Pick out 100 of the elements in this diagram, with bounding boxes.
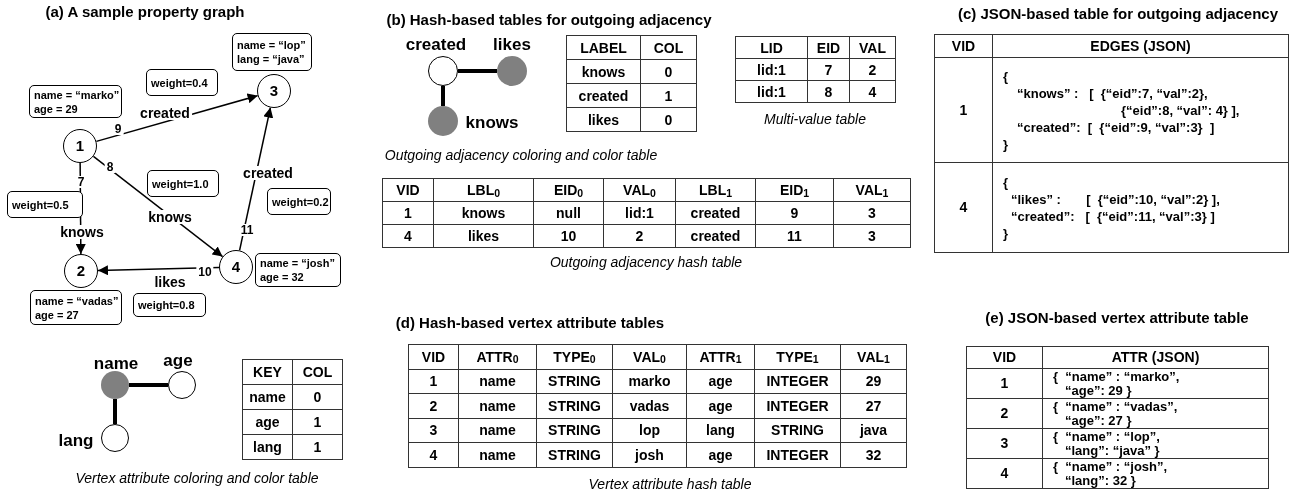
- header-cell: LBL$_{0}$: [434, 179, 534, 202]
- json-line: “lang”: 32 }: [1065, 473, 1136, 488]
- json-line: {: [1003, 67, 1009, 85]
- table-cell: 3: [834, 225, 911, 248]
- edge-id-label: 10: [196, 266, 214, 278]
- table-cell: likes: [567, 108, 641, 132]
- table-cell: name: [459, 369, 537, 394]
- table-cell: INTEGER: [755, 443, 841, 468]
- json-line: {: [1003, 173, 1009, 191]
- table-cell: 10: [534, 225, 604, 248]
- panel-title: (d) Hash-based vertex attribute tables: [395, 312, 665, 333]
- edge-label: knows: [58, 225, 106, 239]
- property-box: [30, 290, 122, 325]
- table-cell: lop: [613, 418, 687, 443]
- table-cell: name: [459, 418, 537, 443]
- table-cell: java: [841, 418, 907, 443]
- table-cell: 4: [383, 225, 434, 248]
- property-text: weight=0.4: [151, 75, 209, 90]
- table-cell: 4: [409, 443, 459, 468]
- panel-title: (e) JSON-based vertex attribute table: [985, 307, 1249, 328]
- connector-line: [113, 399, 117, 424]
- table-cell: created: [567, 84, 641, 108]
- header-cell: VAL: [850, 37, 896, 59]
- property-text: weight=0.8: [138, 298, 196, 312]
- table-cell: 32: [841, 443, 907, 468]
- edge-label: knows: [146, 210, 194, 224]
- table-cell: 1: [293, 435, 343, 460]
- json-line: “likes” : [ {“eid”:10, “val”:2} ],: [1011, 190, 1220, 208]
- table-cell: marko: [613, 369, 687, 394]
- table-cell: lid:1: [736, 81, 808, 103]
- table-cell: 3: [409, 418, 459, 443]
- property-box: [232, 33, 312, 71]
- property-text: weight=1.0: [152, 176, 210, 191]
- property-box: [255, 253, 341, 287]
- table-cell: INTEGER: [755, 369, 841, 394]
- table-cell: likes: [434, 225, 534, 248]
- caption: Outgoing adjacency coloring and color table: [384, 145, 658, 165]
- table-cell: 3: [967, 429, 1043, 459]
- table-cell: 2: [409, 394, 459, 419]
- node-label: lang: [58, 431, 94, 449]
- table-cell: 1: [641, 84, 697, 108]
- table-cell: 3: [834, 202, 911, 225]
- header-cell: VAL$_{0}$: [604, 179, 676, 202]
- table-cell: lang: [243, 435, 293, 460]
- table-cell: vadas: [613, 394, 687, 419]
- table-cell: 4: [967, 459, 1043, 489]
- property-text: name = “vadas”: [35, 293, 117, 308]
- table-cell: 0: [641, 108, 697, 132]
- table-cell: age: [687, 443, 755, 468]
- property-box: [267, 188, 331, 215]
- table-cell: 27: [841, 394, 907, 419]
- edge-label: likes: [152, 275, 188, 289]
- table-cell: 1: [409, 369, 459, 394]
- table-cell: 9: [756, 202, 834, 225]
- header-cell: EID: [808, 37, 850, 59]
- table-cell: INTEGER: [755, 394, 841, 419]
- caption: Outgoing adjacency hash table: [549, 252, 743, 272]
- property-text: name = “josh”: [260, 256, 336, 270]
- table-cell: null: [534, 202, 604, 225]
- panel-title: (b) Hash-based tables for outgoing adjacency: [386, 9, 712, 30]
- table-cell: STRING: [537, 418, 613, 443]
- arrow: [95, 93, 259, 143]
- json-line: { “name” : “lop”,: [1053, 429, 1160, 444]
- table-cell: 2: [850, 59, 896, 81]
- property-text: name = “marko”: [34, 87, 117, 102]
- header-cell: COL: [293, 360, 343, 385]
- json-line: { “name” : “vadas”,: [1053, 399, 1178, 414]
- header-cell: VAL$_{1}$: [834, 179, 911, 202]
- table-cell: 2: [967, 399, 1043, 429]
- property-text: weight=0.5: [12, 197, 70, 212]
- header-cell: VID: [383, 179, 434, 202]
- table-cell: lid:1: [604, 202, 676, 225]
- edge-id-label: 9: [112, 123, 124, 135]
- table-cell: age: [687, 369, 755, 394]
- vertex-id: 1: [75, 135, 85, 156]
- caption: Vertex attribute hash table: [588, 474, 752, 494]
- connector-line: [441, 86, 445, 106]
- json-line: “age”: 29 }: [1065, 383, 1132, 398]
- header-cell: LID: [736, 37, 808, 59]
- property-text: lang = “java”: [237, 52, 306, 66]
- property-box: [7, 191, 83, 218]
- table-cell: knows: [434, 202, 534, 225]
- table-cell: 0: [641, 60, 697, 84]
- header-cell: VAL$_{1}$: [841, 345, 907, 370]
- header-cell: VID: [409, 345, 459, 370]
- table-cell: 7: [808, 59, 850, 81]
- property-text: age = 27: [35, 307, 80, 322]
- caption: Vertex attribute coloring and color table: [75, 468, 319, 488]
- json-line: “age”: 27 }: [1065, 413, 1132, 428]
- property-text: age = 29: [34, 101, 79, 116]
- vertex-id: 3: [269, 80, 279, 101]
- property-box: [133, 293, 206, 317]
- table-cell: STRING: [537, 394, 613, 419]
- json-line: “created”: [ {“eid”:11, “val”:3} ]: [1011, 207, 1215, 225]
- header-cell: KEY: [243, 360, 293, 385]
- json-line: {“eid”:8, “val”: 4} ],: [1121, 101, 1240, 119]
- header-cell: ATTR$_{1}$: [687, 345, 755, 370]
- property-box: [146, 69, 218, 96]
- header-cell: TYPE$_{1}$: [755, 345, 841, 370]
- vertex-id: 4: [231, 256, 241, 277]
